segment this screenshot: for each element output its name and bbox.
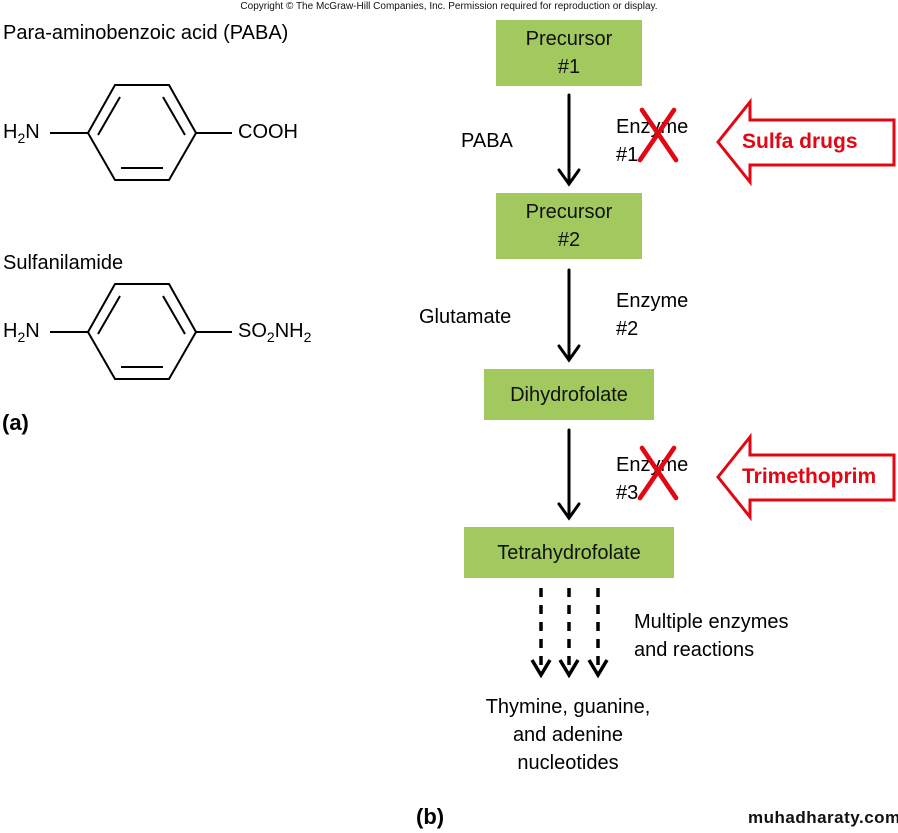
sulfanilamide-title: Sulfanilamide [3, 252, 124, 274]
trimethoprim-arrow-shape [716, 432, 896, 522]
copyright-notice: Copyright © The McGraw-Hill Companies, I… [240, 1, 658, 12]
watermark: muhadharaty.com [748, 808, 898, 827]
node-dihydrofolate: Dihydrofolate [484, 369, 654, 420]
node-precursor-1: Precursor#1 [496, 20, 642, 86]
arrow-step-3 [557, 428, 581, 521]
dashed-arrowhead-3 [587, 659, 609, 679]
inhibitor-sulfa-drugs: Sulfa drugs [742, 130, 858, 153]
paba-title: Para-aminobenzoic acid (PABA) [3, 22, 289, 44]
panel-b-tag: (b) [416, 804, 445, 829]
panel-a-tag: (a) [2, 410, 29, 435]
paba-structure [50, 84, 232, 380]
enzyme-1-label: Enzyme#1 [616, 116, 689, 166]
enzyme-3-label: Enzyme#3 [616, 454, 689, 504]
sulfa-drugs-arrow-shape [716, 97, 896, 187]
substrate-glutamate: Glutamate [419, 306, 512, 328]
node-tetrahydrofolate: Tetrahydrofolate [464, 527, 674, 578]
sulfanilamide-amine-group: H2N [3, 320, 40, 345]
paba-carboxyl-group: COOH [238, 121, 298, 143]
paba-amine-group: H2N [3, 121, 40, 146]
enzyme-2-label: Enzyme#2 [616, 290, 689, 340]
dashed-arrowhead-1 [530, 659, 552, 679]
dashed-arrowhead-2 [558, 659, 580, 679]
node-precursor-2: Precursor#2 [496, 193, 642, 259]
products-label: Thymine, guanine, and adenine nucleotide… [485, 696, 651, 774]
inhibitor-trimethoprim: Trimethoprim [742, 465, 877, 488]
arrow-step-2 [557, 268, 581, 363]
sulfanilamide-sulfonamide-group: SO2NH2 [238, 320, 312, 345]
arrow-step-1 [557, 93, 581, 187]
substrate-paba: PABA [461, 130, 513, 152]
